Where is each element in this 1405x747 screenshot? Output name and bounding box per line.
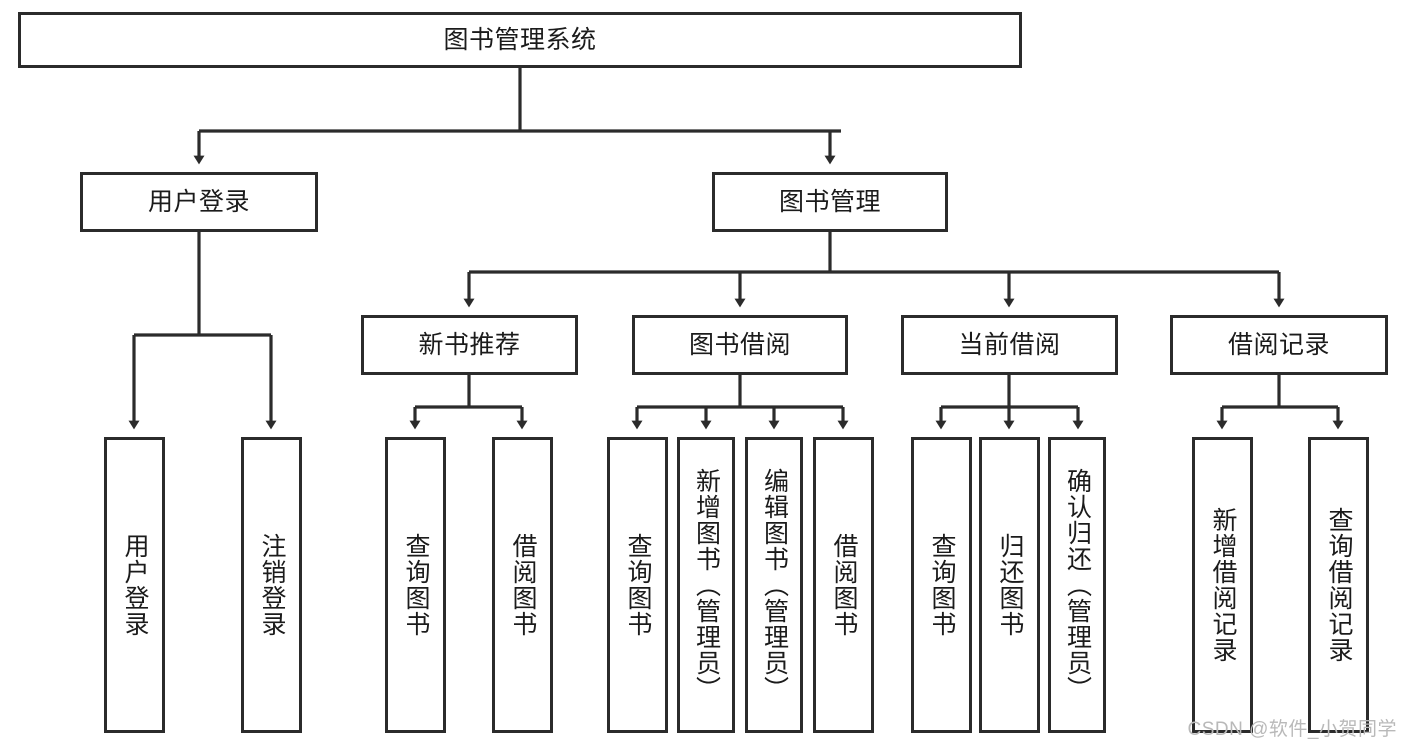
- leaf-edit-book-admin[interactable]: 编辑图书（管理员）: [745, 437, 803, 733]
- node-book-borrow[interactable]: 图书借阅: [632, 315, 848, 375]
- leaf-borrow-book[interactable]: 借阅图书: [813, 437, 874, 733]
- leaf-add-borrow-record[interactable]: 新增借阅记录: [1192, 437, 1253, 733]
- leaf-label: 新增借阅记录: [1209, 507, 1237, 663]
- leaf-add-book-admin[interactable]: 新增图书（管理员）: [677, 437, 735, 733]
- leaf-label: 查询图书: [402, 533, 430, 637]
- leaf-label: 查询图书: [928, 533, 956, 637]
- node-borrow-record[interactable]: 借阅记录: [1170, 315, 1388, 375]
- node-root-book-management-system[interactable]: 图书管理系统: [18, 12, 1022, 68]
- node-label: 借阅记录: [1227, 330, 1330, 359]
- leaf-user-login[interactable]: 用户登录: [104, 437, 165, 733]
- leaf-return-book[interactable]: 归还图书: [979, 437, 1040, 733]
- node-label: 当前借阅: [958, 330, 1061, 359]
- node-label: 图书管理系统: [443, 25, 597, 54]
- leaf-query-borrow-record[interactable]: 查询借阅记录: [1308, 437, 1369, 733]
- node-label: 图书管理: [778, 187, 881, 216]
- leaf-label: 归还图书: [996, 533, 1024, 637]
- leaf-confirm-return-admin[interactable]: 确认归还（管理员）: [1048, 437, 1106, 733]
- node-current-borrow[interactable]: 当前借阅: [901, 315, 1118, 375]
- node-user-login[interactable]: 用户登录: [80, 172, 318, 232]
- node-label: 新书推荐: [418, 330, 521, 359]
- leaf-label: 查询借阅记录: [1325, 507, 1353, 663]
- node-label: 用户登录: [147, 187, 250, 216]
- leaf-label: 编辑图书（管理员）: [760, 468, 789, 702]
- node-label: 图书借阅: [688, 330, 791, 359]
- node-new-book-recommend[interactable]: 新书推荐: [361, 315, 578, 375]
- leaf-label: 注销登录: [258, 533, 286, 637]
- csdn-watermark: CSDN @软件_小贺同学: [1187, 719, 1397, 740]
- leaf-query-book-current[interactable]: 查询图书: [911, 437, 972, 733]
- node-book-management[interactable]: 图书管理: [712, 172, 948, 232]
- leaf-label: 新增图书（管理员）: [692, 468, 721, 702]
- leaf-label: 借阅图书: [509, 533, 537, 637]
- leaf-borrow-book-recommend[interactable]: 借阅图书: [492, 437, 553, 733]
- leaf-label: 借阅图书: [830, 533, 858, 637]
- leaf-label: 用户登录: [121, 533, 149, 637]
- leaf-query-book-borrow[interactable]: 查询图书: [607, 437, 668, 733]
- leaf-label: 确认归还（管理员）: [1063, 468, 1092, 702]
- leaf-logout-login[interactable]: 注销登录: [241, 437, 302, 733]
- leaf-query-book-recommend[interactable]: 查询图书: [385, 437, 446, 733]
- leaf-label: 查询图书: [624, 533, 652, 637]
